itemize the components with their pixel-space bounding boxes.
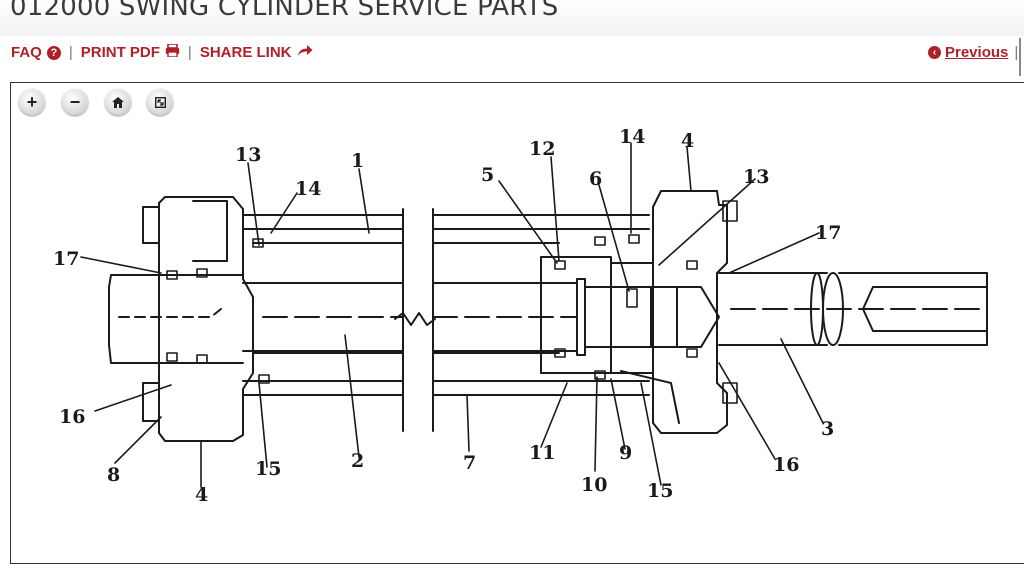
share-link[interactable]: SHARE LINK <box>200 44 313 61</box>
piston-rod-right <box>432 282 578 352</box>
home-button[interactable] <box>105 89 131 115</box>
part-label: 11 <box>529 442 555 464</box>
right-head-bore <box>610 262 654 374</box>
left-gland <box>158 196 254 442</box>
barrel-left <box>252 242 404 354</box>
part-label: 4 <box>681 130 694 152</box>
diagram-viewer[interactable]: + − <box>10 82 1024 564</box>
part-label: 4 <box>195 484 208 506</box>
part-label: 2 <box>351 450 364 472</box>
part-label: 7 <box>463 452 476 474</box>
right-head <box>652 190 728 434</box>
part-label: 9 <box>619 442 632 464</box>
rod-end-top <box>108 274 244 288</box>
part-label: 1 <box>351 150 364 172</box>
part-label: 13 <box>235 144 261 166</box>
piston-face <box>576 278 586 356</box>
leader-lines <box>80 142 824 488</box>
zoom-out-button[interactable]: − <box>62 89 88 115</box>
faq-link[interactable]: FAQ ? <box>11 44 61 61</box>
part-label: 14 <box>295 178 321 200</box>
page-title: 012000 SWING CYLINDER SERVICE PARTS <box>10 0 559 22</box>
swing-cylinder-diagram: 13 1 14 17 16 8 4 15 2 5 12 6 14 4 13 17… <box>53 126 988 506</box>
home-icon <box>112 93 124 111</box>
output-rod <box>718 272 828 346</box>
tie-rod-bottom-right <box>432 380 650 396</box>
part-label: 15 <box>647 480 673 502</box>
part-label: 16 <box>59 406 85 428</box>
barrel-right <box>432 242 560 354</box>
part-label: 15 <box>255 458 281 480</box>
part-label: 14 <box>619 126 645 148</box>
tie-rod-top-left <box>242 214 404 230</box>
link-separator: | <box>1014 44 1019 61</box>
part-label: 6 <box>589 168 602 190</box>
fullscreen-button[interactable] <box>147 89 173 115</box>
right-head-seal <box>620 370 680 424</box>
part-label: 5 <box>481 164 494 186</box>
print-pdf-label: PRINT PDF <box>80 44 160 61</box>
print-pdf-link[interactable]: PRINT PDF <box>80 43 180 61</box>
part-label: 17 <box>815 222 841 244</box>
part-label: 3 <box>821 418 834 440</box>
part-label: 10 <box>581 474 607 496</box>
left-port <box>192 200 228 262</box>
link-separator: | <box>187 44 192 61</box>
piston-stud <box>584 286 720 348</box>
break-zigzag <box>394 312 436 326</box>
share-link-label: SHARE LINK <box>199 44 292 61</box>
share-arrow-icon <box>297 44 313 61</box>
question-circle-icon: ? <box>46 45 61 60</box>
left-bolt-top <box>142 206 160 244</box>
part-label: 13 <box>743 166 769 188</box>
part-labels: 13 1 14 17 16 8 4 15 2 5 12 6 14 4 13 17… <box>53 126 841 506</box>
chevron-left-circle-icon: ‹ <box>928 46 941 59</box>
divider <box>1019 38 1021 76</box>
left-bolt-bottom <box>142 382 160 422</box>
rod-extension <box>838 272 988 346</box>
faq-label: FAQ <box>11 44 42 61</box>
rod-end-centerline <box>118 308 222 318</box>
fullscreen-icon <box>154 93 166 111</box>
piston-nut <box>650 286 678 348</box>
printer-icon <box>165 43 180 61</box>
link-separator: | <box>68 44 73 61</box>
previous-label: Previous <box>945 44 1009 61</box>
part-label: 17 <box>53 248 79 270</box>
tie-rod-top-right <box>432 214 650 230</box>
part-label: 12 <box>529 138 555 160</box>
piston-rod-left <box>242 282 404 352</box>
header-band <box>0 0 1024 36</box>
part-label: 16 <box>773 454 799 476</box>
action-links: FAQ ? | PRINT PDF | SHARE LINK <box>11 43 313 61</box>
zoom-in-button[interactable]: + <box>19 89 45 115</box>
previous-link[interactable]: ‹ Previous | <box>928 44 1018 61</box>
part-label: 8 <box>107 464 120 486</box>
